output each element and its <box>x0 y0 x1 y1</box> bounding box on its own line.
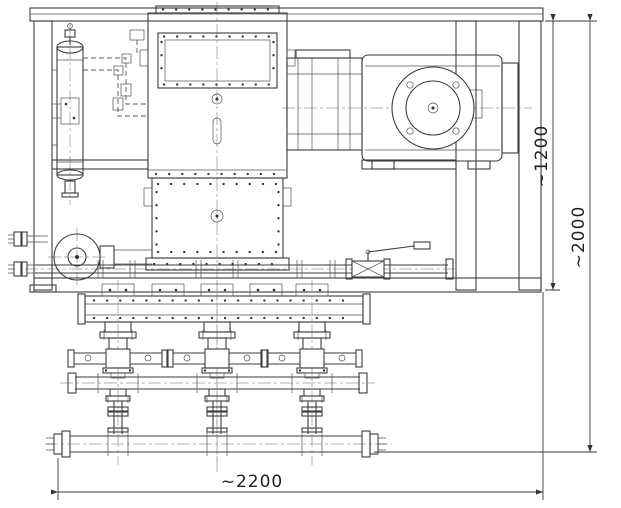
left-flange-connections <box>8 231 48 277</box>
dimension-overall-width: ~2200 <box>50 292 544 500</box>
electric-motor <box>361 54 519 170</box>
pulsation-damper <box>52 23 84 198</box>
machine-frame <box>29 7 544 293</box>
gearbox <box>139 5 296 179</box>
plunger-assembly-center <box>166 279 268 466</box>
discharge-manifold <box>46 430 386 458</box>
crankshaft-end <box>53 233 152 281</box>
plunger-assembly-right <box>261 279 363 466</box>
damper-piping <box>83 29 148 117</box>
crankcase <box>143 177 292 271</box>
coupling-housing <box>286 49 363 151</box>
valve-lever-handle <box>413 241 431 250</box>
plunger-assembly-left <box>67 279 169 466</box>
dimension-label-inner-height: ~1200 <box>532 125 552 188</box>
dimension-label-overall-width: ~2200 <box>221 472 284 492</box>
shutoff-valve <box>345 241 431 280</box>
dimension-label-overall-height: ~2000 <box>569 206 589 269</box>
dimension-overall-height: ~2000 <box>374 13 597 453</box>
dimension-inner-height: ~1200 <box>532 13 560 291</box>
